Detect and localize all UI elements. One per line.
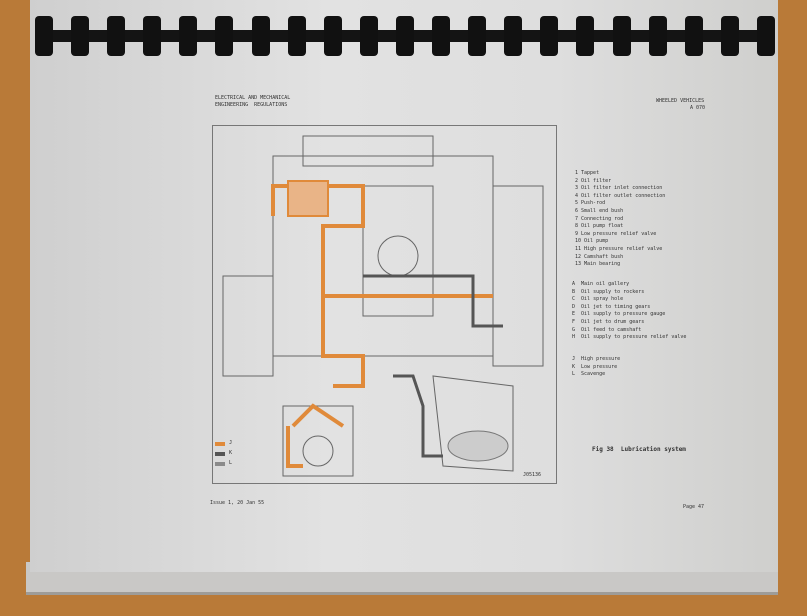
oil-path-item: C Oil spray hole (572, 296, 624, 303)
binding-ring (468, 16, 487, 56)
binding-ring (576, 16, 595, 56)
footer-issue: Issue 1, 20 Jan 55 (210, 500, 265, 506)
swatch-scavenge (215, 462, 225, 466)
oil-path-item: B Oil supply to rockers (572, 288, 645, 295)
oil-path-item: H Oil supply to pressure relief valve (572, 334, 687, 341)
component-item: 12 Camshaft bush (575, 253, 624, 260)
pressure-key-list: J High pressure K Low pressure L Scaveng… (572, 356, 620, 379)
component-list: 1 Tappet 2 Oil filter 3 Oil filter inlet… (575, 170, 665, 269)
engine-cutaway-drawing (222, 135, 544, 477)
header-left-2: ENGINEERING REGULATIONS (215, 102, 288, 108)
pressure-key-item: L Scavenge (572, 371, 606, 378)
spiral-binding (35, 16, 775, 56)
binding-ring (359, 16, 378, 56)
component-item: 7 Connecting rod (575, 215, 624, 222)
header-right-2: A 070 (690, 105, 706, 111)
footer-page: Page 47 (683, 504, 705, 510)
pressure-key-item: K Low pressure (572, 363, 618, 370)
binding-ring (648, 16, 667, 56)
manual-page (30, 0, 778, 572)
component-item: 2 Oil filter (575, 177, 612, 184)
binding-ring (395, 16, 414, 56)
component-item: 8 Oil pump float (575, 223, 624, 230)
component-item: 1 Tappet (575, 170, 600, 176)
component-item: 6 Small end bush (575, 207, 624, 214)
oil-path-item: F Oil jet to drum gears (572, 318, 645, 325)
component-item: 10 Oil pump (575, 238, 609, 245)
oil-path-item: A Main oil gallery (572, 281, 630, 287)
oil-path-list: A Main oil gallery B Oil supply to rocke… (572, 281, 686, 342)
swatch-low-pressure (215, 452, 225, 456)
component-item: 3 Oil filter inlet connection (575, 185, 663, 192)
component-item: 5 Push-rod (575, 200, 606, 207)
header-right-1: WHEELED VEHICLES (656, 98, 705, 104)
binding-ring (287, 16, 306, 56)
binding-ring (684, 16, 703, 56)
binding-ring (323, 16, 342, 56)
key-k: K (229, 450, 233, 456)
binding-ring (71, 16, 90, 56)
drawing-number: J05136 (523, 472, 542, 478)
oil-path-item: E Oil supply to pressure gauge (572, 311, 666, 318)
binding-ring (215, 16, 234, 56)
binding-ring (35, 16, 53, 56)
binding-ring (756, 16, 775, 56)
header-left-1: ELECTRICAL AND MECHANICAL (215, 95, 291, 101)
swatch-high-pressure (215, 442, 225, 446)
component-item: 4 Oil filter outlet connection (575, 192, 666, 199)
binding-ring (504, 16, 523, 56)
key-l: L (229, 460, 233, 466)
key-j: J (229, 440, 233, 446)
oil-path-item: G Oil feed to camshaft (572, 326, 642, 333)
binding-ring (251, 16, 270, 56)
component-item: 11 High pressure relief valve (575, 245, 663, 252)
binding-ring (432, 16, 451, 56)
binding-ring (107, 16, 126, 56)
figure-caption: Fig 38 Lubrication system (592, 446, 686, 453)
pressure-key-item: J High pressure (572, 356, 621, 362)
component-item: 13 Main bearing (575, 261, 621, 268)
binding-ring (540, 16, 559, 56)
binding-ring (143, 16, 162, 56)
oil-path-item: D Oil jet to timing gears (572, 303, 651, 310)
binding-ring (179, 16, 198, 56)
lubrication-diagram: J K L J05136 (212, 125, 557, 484)
binding-ring (612, 16, 631, 56)
binding-ring (720, 16, 739, 56)
component-item: 9 Low pressure relief valve (575, 230, 657, 237)
